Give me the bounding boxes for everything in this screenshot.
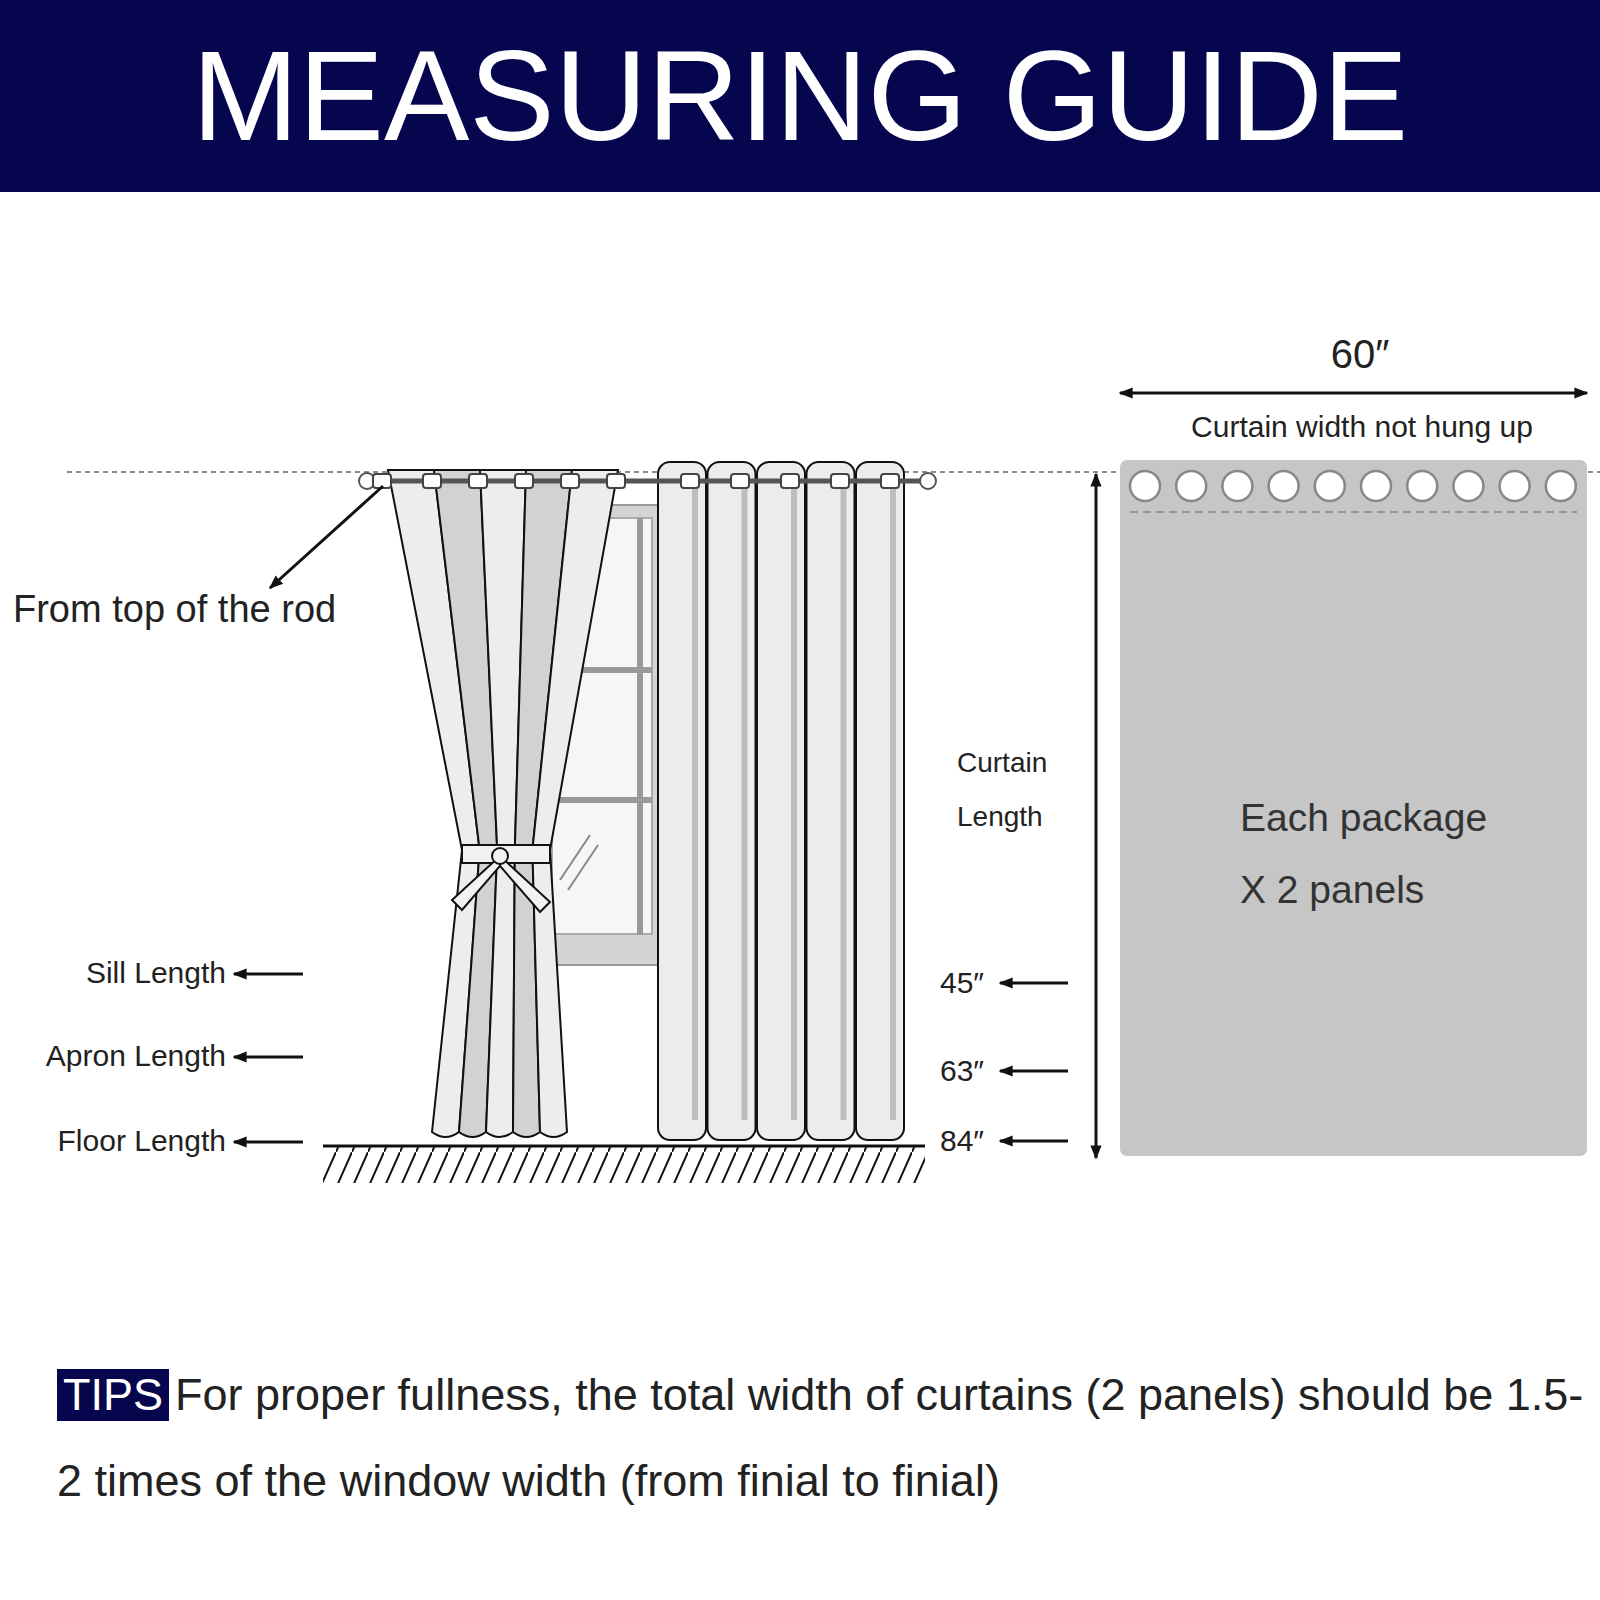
length-option: Apron Length xyxy=(46,1039,226,1073)
tips-paragraph: TIPSFor proper fullness, the total width… xyxy=(57,1352,1587,1524)
curtain-column xyxy=(708,462,756,1140)
curtain-ring xyxy=(607,474,625,488)
curtain-column xyxy=(658,462,706,1140)
curtain-ring xyxy=(561,474,579,488)
curtain-fold xyxy=(742,480,748,1120)
length-option: Sill Length xyxy=(86,956,226,990)
panel-text: Each package X 2 panels xyxy=(1240,782,1490,926)
title-band: MEASURING GUIDE xyxy=(0,0,1600,192)
curtain-fold xyxy=(692,480,698,1120)
curtain-fold xyxy=(841,480,847,1120)
length-label: Curtain Length xyxy=(957,736,1087,844)
curtain-pleat xyxy=(532,470,618,1137)
dimension-note: Curtain width not hung up xyxy=(1191,410,1533,444)
grommet xyxy=(1315,471,1345,501)
curtain-ring xyxy=(831,474,849,488)
length-value: 45″ xyxy=(940,966,984,1000)
curtain-fold xyxy=(791,480,797,1120)
leader-label: From top of the rod xyxy=(13,588,336,631)
curtain-panel: Each package X 2 panels xyxy=(1120,460,1587,1156)
grommet xyxy=(1176,471,1206,501)
length-value: 84″ xyxy=(940,1124,984,1158)
curtain-column xyxy=(757,462,805,1140)
grommet xyxy=(1407,471,1437,501)
grommet xyxy=(1222,471,1252,501)
grommet xyxy=(1546,471,1576,501)
tips-text: TIPS xyxy=(63,1369,163,1420)
curtain-ring xyxy=(681,474,699,488)
curtain-column xyxy=(856,462,904,1140)
curtain-ring xyxy=(515,474,533,488)
curtain-column xyxy=(807,462,855,1140)
curtain-ring xyxy=(881,474,899,488)
grommet xyxy=(1269,471,1299,501)
width-dimension: 60″ xyxy=(1331,332,1390,377)
title: MEASURING GUIDE xyxy=(0,0,1600,192)
curtain-ring xyxy=(423,474,441,488)
curtain-ring xyxy=(731,474,749,488)
curtain-ring xyxy=(469,474,487,488)
grommet xyxy=(1453,471,1483,501)
grommet xyxy=(1130,471,1160,501)
length-value: 63″ xyxy=(940,1054,984,1088)
tip-note: For proper fullness, the total width of … xyxy=(57,1369,1583,1506)
length-option: Floor Length xyxy=(58,1124,226,1158)
grommet xyxy=(1361,471,1391,501)
grommet xyxy=(1500,471,1530,501)
curtain-ring xyxy=(781,474,799,488)
tips-badge: TIPS xyxy=(57,1369,169,1421)
curtain-fold xyxy=(890,480,896,1120)
